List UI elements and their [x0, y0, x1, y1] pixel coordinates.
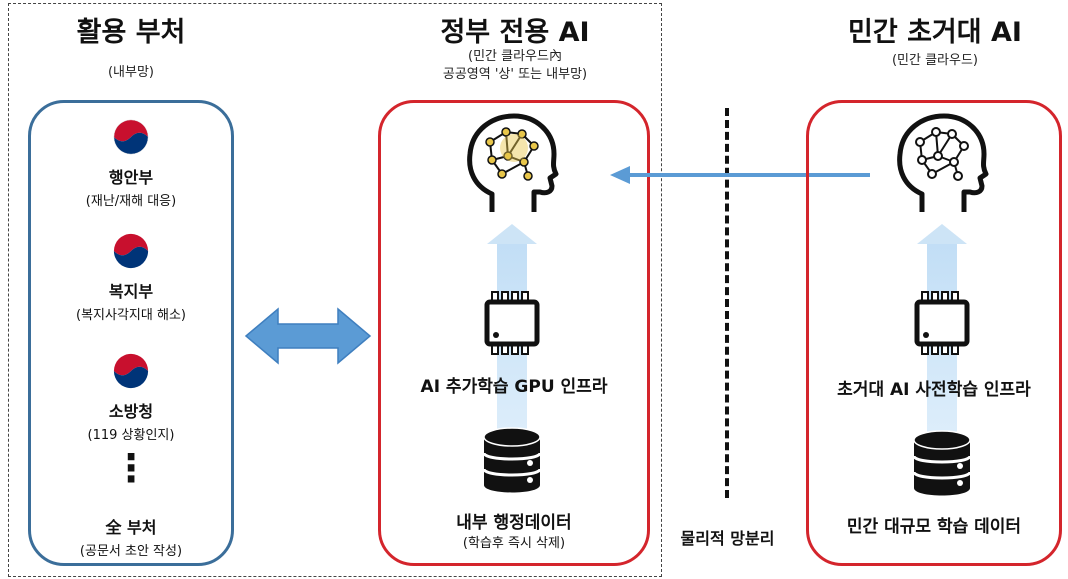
more-ministries-ellipsis: ⋮ [112, 446, 150, 490]
all-ministries-name: 全 부처 [105, 518, 157, 537]
left-section-subtitle: (내부망) [107, 65, 155, 80]
private-ai-panel [806, 100, 1062, 566]
middle-section-subtitle-line1: (민간 클라우드內 [468, 49, 562, 64]
middle-section-title: 정부 전용 AI [440, 17, 590, 48]
database-icon [482, 427, 542, 493]
gpu-chip-icon [914, 291, 970, 355]
gov-gpu-label: AI 추가학습 GPU 인프라 [420, 377, 608, 397]
government-emblem-icon [113, 353, 149, 389]
ministry-desc: (119 상황인지) [87, 428, 175, 443]
right-section-subtitle: (민간 클라우드) [891, 53, 979, 68]
private-gpu-label: 초거대 AI 사전학습 인프라 [837, 380, 1031, 400]
middle-section-subtitle-line2: 공공영역 '상' 또는 내부망) [442, 67, 588, 82]
ministries-panel [28, 100, 234, 566]
ministry-item: 복지부 (복지사각지대 해소) [28, 232, 234, 323]
all-ministries-desc: (공문서 초안 작성) [79, 544, 183, 559]
gov-ai-panel [378, 100, 650, 566]
beam-arrowhead [917, 224, 967, 244]
network-separation-line [725, 108, 729, 498]
gov-data-label: 내부 행정데이터 [456, 513, 572, 533]
ministry-name: 복지부 [108, 282, 154, 301]
gpu-chip-icon [484, 291, 540, 355]
ministry-name: 소방청 [108, 402, 154, 421]
all-ministries-item: 全 부처 (공문서 초안 작성) [28, 510, 234, 559]
ai-head-icon [467, 113, 559, 212]
government-emblem-icon [113, 233, 149, 269]
internal-zone-frame [8, 3, 662, 577]
government-emblem-icon [113, 119, 149, 155]
left-section-title: 활용 부처 [76, 17, 186, 48]
ministry-desc: (복지사각지대 해소) [76, 308, 186, 323]
right-section-title: 민간 초거대 AI [848, 17, 1022, 48]
transfer-arrow-icon [610, 166, 870, 184]
ministry-desc: (재난/재해 대응) [85, 194, 177, 209]
double-arrow-icon [244, 307, 372, 365]
network-separation-label: 물리적 망분리 [680, 529, 775, 548]
ai-head-icon [897, 113, 989, 212]
ministry-item: 소방청 (119 상황인지) [28, 352, 234, 443]
beam-arrowhead [487, 224, 537, 244]
gov-data-note: (학습후 즉시 삭제) [462, 536, 566, 551]
ministry-name: 행안부 [108, 168, 154, 187]
database-icon [912, 430, 972, 496]
private-data-label: 민간 대규모 학습 데이터 [846, 517, 1022, 537]
ministry-item: 행안부 (재난/재해 대응) [28, 118, 234, 209]
